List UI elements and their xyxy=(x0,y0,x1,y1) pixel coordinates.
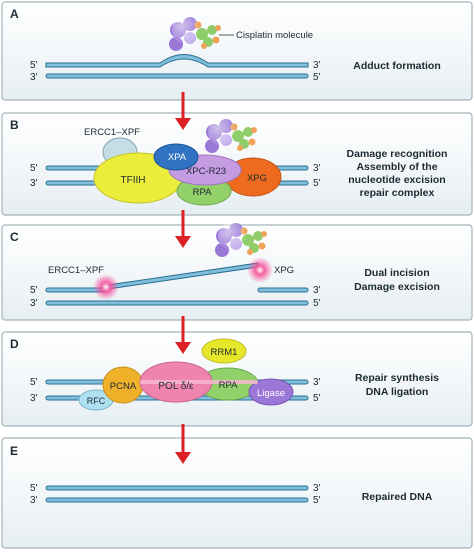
xpc-r23-label: XPC-R23 xyxy=(186,166,226,177)
panel-e: E 5' 3' 3' 5' Repaired DNA xyxy=(1,437,473,549)
panel-a-top-left-end: 5' xyxy=(30,60,38,71)
panel-c: C 5' 3' 3' 5' ERCC1–XPF XPG Dual incisio… xyxy=(1,222,473,321)
panel-d-description-line-2: DNA ligation xyxy=(366,386,429,398)
xpg-label-c: XPG xyxy=(274,265,294,276)
panel-b-description-line-3: nucleotide excision xyxy=(348,174,445,186)
panel-a-bottom-left-end: 3' xyxy=(30,72,38,83)
panel-e-bottom-left-end: 3' xyxy=(30,495,38,506)
cisplatin-molecule-c xyxy=(215,222,267,257)
panel-d-description-line-1: Repair synthesis xyxy=(355,372,439,384)
panel-c-description-line-2: Damage excision xyxy=(354,281,440,293)
panel-b-description-line-2: Assembly of the xyxy=(356,161,437,173)
ercc1-xpf-label-c: ERCC1–XPF xyxy=(48,265,104,276)
panel-b-top-right-end: 3' xyxy=(313,163,321,174)
panel-b-top-left-end: 5' xyxy=(30,163,38,174)
panel-a: A 5' 3' 3' 5' Cisplatin molecule Adduct … xyxy=(1,1,473,101)
panel-b-description-line-4: repair complex xyxy=(360,187,435,199)
panel-e-bottom-strand xyxy=(45,497,309,503)
panel-e-letter: E xyxy=(10,444,18,458)
panel-a-bottom-right-end: 5' xyxy=(313,72,321,83)
pol-delta-epsilon-label: POL δ/ε xyxy=(158,381,194,392)
panel-e-bottom-right-end: 5' xyxy=(313,495,321,506)
panel-b-description-line-1: Damage recognition xyxy=(347,148,448,160)
panel-a-top-right-end: 3' xyxy=(313,60,321,71)
panel-c-description-line-1: Dual incision xyxy=(364,267,429,279)
panel-d-top-right-end: 3' xyxy=(313,377,321,388)
pcna-label: PCNA xyxy=(110,381,137,392)
panel-d-bottom-right-end: 5' xyxy=(313,393,321,404)
step-arrow-b-to-c xyxy=(175,210,191,248)
panel-a-background xyxy=(1,1,473,101)
incision-site-xpg-glow xyxy=(247,257,273,283)
rfc-label: RFC xyxy=(87,396,106,406)
rrm1-label: RRM1 xyxy=(211,347,238,358)
panel-c-top-left-end: 5' xyxy=(30,285,38,296)
xpa-protein xyxy=(153,143,199,171)
panel-b-bottom-right-end: 5' xyxy=(313,178,321,189)
panel-d: D 5' 3' 3' 5' RRM1 PCNA POL δ/ε RPA Liga… xyxy=(1,331,473,427)
rrm1-protein xyxy=(201,338,247,364)
xpa-label: XPA xyxy=(168,152,187,163)
panel-c-bottom-strand xyxy=(45,300,309,306)
panel-d-top-left-end: 5' xyxy=(30,377,38,388)
panel-d-letter: D xyxy=(10,337,19,351)
panel-c-top-strand-right xyxy=(257,287,309,293)
panel-a-letter: A xyxy=(10,7,19,21)
panel-c-bottom-right-end: 5' xyxy=(313,298,321,309)
panel-b-bottom-left-end: 3' xyxy=(30,178,38,189)
panel-a-description-line-1: Adduct formation xyxy=(353,60,441,72)
cisplatin-molecule-a xyxy=(169,16,221,51)
panel-b-letter: B xyxy=(10,118,19,132)
panel-e-top-left-end: 5' xyxy=(30,483,38,494)
ligase-label: Ligase xyxy=(257,388,285,399)
step-arrow-a-to-b xyxy=(175,92,191,130)
tfiih-label: TFIIH xyxy=(121,175,146,186)
ercc1-xpf-label-b: ERCC1–XPF xyxy=(84,127,140,138)
rpa-label-b: RPA xyxy=(193,187,212,198)
panel-e-background xyxy=(1,437,473,549)
panel-c-bottom-left-end: 3' xyxy=(30,298,38,309)
panel-d-new-synthesis-strand xyxy=(140,380,258,384)
rpa-label-d: RPA xyxy=(219,380,238,391)
panel-a-bottom-strand xyxy=(45,73,309,79)
panel-b: B 5' 3' 3' 5' ERCC1–XPF TFIIH XPA xyxy=(1,112,473,216)
cisplatin-label: Cisplatin molecule xyxy=(236,30,313,41)
panel-d-bottom-left-end: 3' xyxy=(30,393,38,404)
panel-a-top-strand xyxy=(45,54,309,68)
step-arrow-c-to-d xyxy=(175,316,191,354)
step-arrow-d-to-e xyxy=(175,424,191,464)
panel-c-letter: C xyxy=(10,230,19,244)
panel-c-top-right-end: 3' xyxy=(313,285,321,296)
panel-e-top-strand xyxy=(45,485,309,491)
incision-site-ercc1-glow xyxy=(93,274,119,300)
ligase-protein xyxy=(248,378,294,406)
xpg-label-b: XPG xyxy=(247,173,267,184)
panel-e-description-line-1: Repaired DNA xyxy=(362,491,433,503)
panel-e-top-right-end: 3' xyxy=(313,483,321,494)
cisplatin-molecule-b xyxy=(205,118,257,153)
